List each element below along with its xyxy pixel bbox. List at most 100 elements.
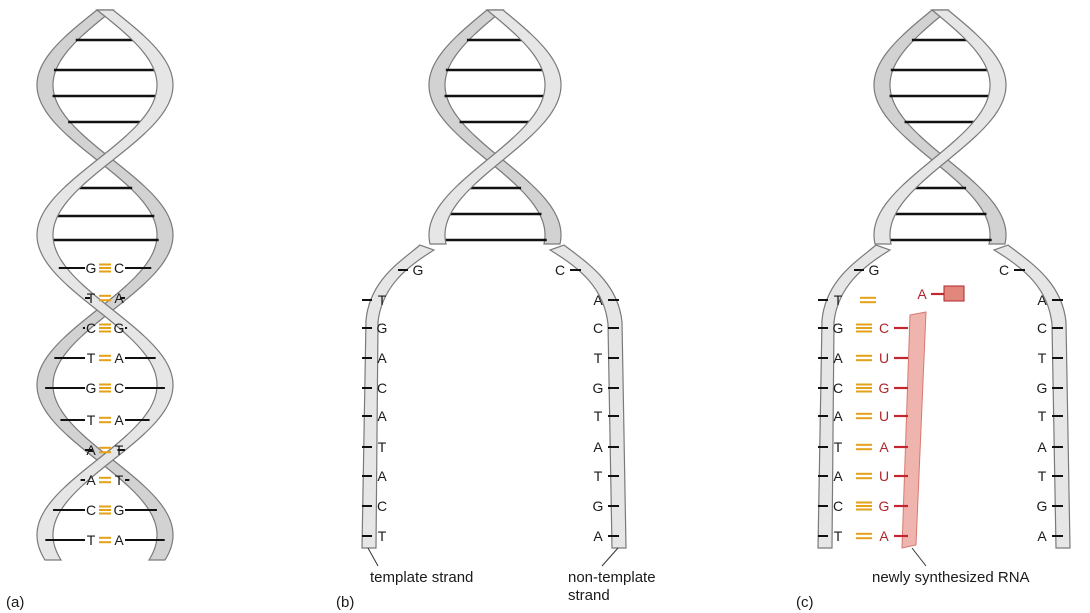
base-left: A [86,472,96,488]
base-left: G [86,380,97,396]
hydrogen-bond [856,356,872,360]
nontemplate-base: C [593,320,603,336]
nontemplate-base: G [593,498,604,514]
template-base: T [834,292,843,308]
base-right: A [114,350,124,366]
hydrogen-bond [856,474,872,478]
nontemplate-base: T [594,350,603,366]
template-base: G [869,262,880,278]
template-base: C [833,380,843,396]
base-right: A [114,290,124,306]
hydrogen-bond [99,265,111,272]
panel-c-label: (c) [796,594,814,611]
template-base: G [833,320,844,336]
panel-b-label: (b) [336,594,354,611]
template-base: A [377,350,387,366]
hydrogen-bond [856,385,872,392]
template-pointer [368,548,378,566]
rna-backbone [902,312,926,548]
base-left: T [87,350,96,366]
base-left: C [86,320,96,336]
nontemplate-base: T [594,468,603,484]
template-strand-ribbon [362,245,434,548]
nontemplate-strand-label-line2: strand [568,587,610,604]
hydrogen-bond [99,418,111,422]
template-base: A [833,408,843,424]
nontemplate-base: T [1038,350,1047,366]
base-right: A [114,532,124,548]
base-right: G [114,320,125,336]
rna-base: U [879,468,889,484]
base-right: T [115,472,124,488]
nontemplate-base: C [1037,320,1047,336]
rna-base: U [879,408,889,424]
nontemplate-strand-label-line1: non-template [568,569,656,586]
rna-base: A [879,528,889,544]
base-right: G [114,502,125,518]
template-strand-label: template strand [370,569,473,586]
base-left: A [86,442,96,458]
nontemplate-base: T [594,408,603,424]
nontemplate-strand-ribbon [550,245,626,548]
template-base: A [833,350,843,366]
base-left: T [87,412,96,428]
template-base: T [378,439,387,455]
nontemplate-base: A [593,292,603,308]
template-base: C [833,498,843,514]
template-base: T [378,528,387,544]
incoming-nucleotide-phosphate [944,286,964,301]
base-left: C [86,502,96,518]
base-right: A [114,412,124,428]
template-base: C [377,498,387,514]
incoming-nucleotide-base: A [917,286,927,302]
base-left: T [87,290,96,306]
nontemplate-pointer [602,548,618,566]
nontemplate-base: A [1037,439,1047,455]
hydrogen-bond [856,414,872,418]
panel-a-label: (a) [6,594,24,611]
hydrogen-bond [856,534,872,538]
base-right: C [114,380,124,396]
nontemplate-base: T [1038,408,1047,424]
hydrogen-bond [99,507,111,514]
base-left: T [87,532,96,548]
hydrogen-bond [856,325,872,332]
nontemplate-base: A [593,528,603,544]
template-base: C [377,380,387,396]
rna-base: G [879,498,890,514]
hydrogen-bond [856,503,872,510]
nontemplate-base: C [999,262,1009,278]
template-base: G [377,320,388,336]
nontemplate-base: T [1038,468,1047,484]
template-base: G [413,262,424,278]
template-base: T [834,439,843,455]
base-right: T [115,442,124,458]
template-base: A [377,408,387,424]
template-base: T [834,528,843,544]
hydrogen-bond [99,356,111,360]
nontemplate-base: A [593,439,603,455]
hydrogen-bond [99,385,111,392]
hydrogen-bond [99,325,111,332]
hydrogen-bond [856,445,872,449]
template-base: A [833,468,843,484]
nontemplate-base: A [1037,292,1047,308]
nontemplate-base: C [555,262,565,278]
rna-label: newly synthesized RNA [872,569,1030,586]
rna-base: G [879,380,890,396]
nontemplate-strand-ribbon [994,245,1070,548]
rna-base: C [879,320,889,336]
hydrogen-bond [99,478,111,482]
hydrogen-bond [99,538,111,542]
